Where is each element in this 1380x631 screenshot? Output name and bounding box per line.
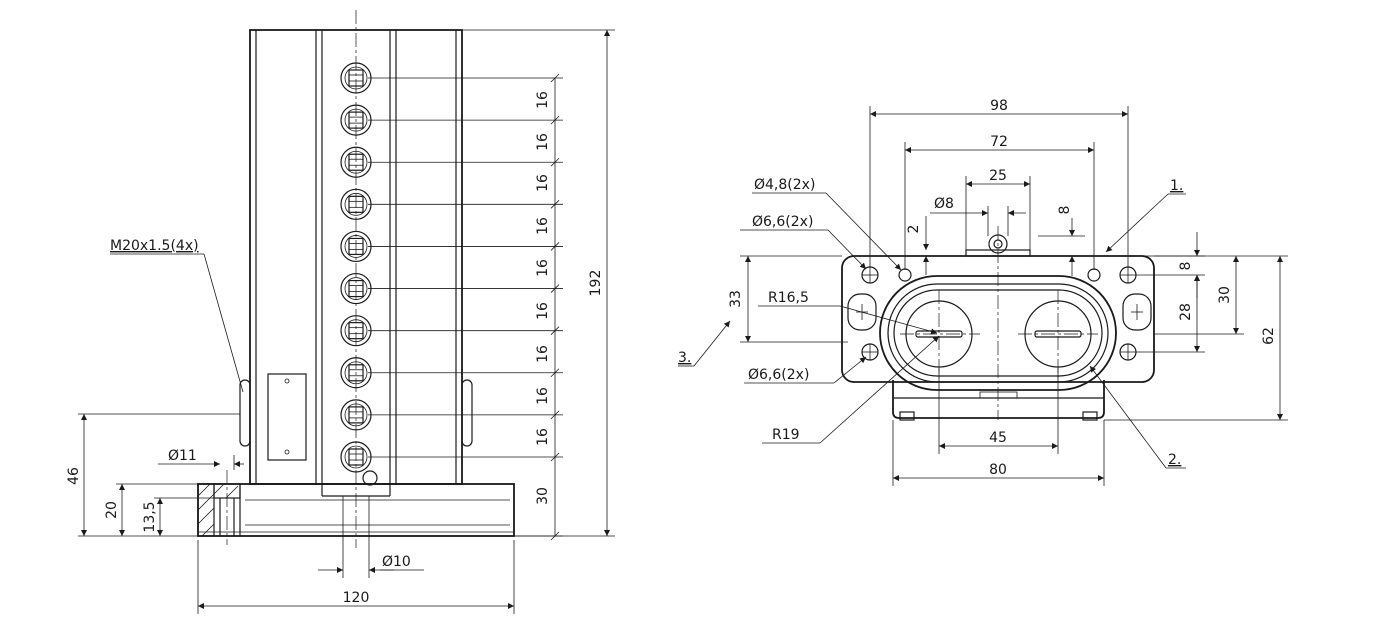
dim-2: 2: [906, 225, 922, 234]
dim-72: 72: [990, 134, 1008, 150]
hole-66-bottom-callout: Ø6,6(2x): [748, 367, 809, 383]
dim-left-heights: [78, 413, 240, 537]
pitch-tick: [550, 452, 560, 462]
dim-33-lines: [740, 255, 848, 343]
pitch-dim-1: 16: [535, 91, 551, 109]
dim-dia-10-lines: [318, 496, 424, 578]
housing: [239, 10, 473, 548]
leader-hole-48: [752, 192, 902, 271]
dim-46: 46: [66, 467, 82, 485]
dim-120: 120: [343, 590, 370, 606]
callout-1: 1.: [1170, 178, 1183, 194]
dim-dia-11-lines: [158, 455, 244, 470]
leader-hole-66-top: [740, 229, 867, 270]
dim-30-top: 30: [1217, 286, 1233, 304]
pitch-dim-7: 16: [535, 345, 551, 363]
top-view: 98 72 25 Ø8 8: [678, 98, 1288, 486]
thread-callout: M20x1.5(4x): [110, 238, 199, 254]
callout-3: 3.: [678, 350, 691, 366]
pushbutton: [340, 399, 372, 431]
button-left: [900, 290, 980, 378]
dim-dia-8: Ø8: [934, 196, 954, 212]
leader-radius-19: [762, 335, 940, 444]
pitch-tick: [550, 410, 560, 420]
pitch-tick: [550, 242, 560, 251]
pitch-dimension-chain: [368, 73, 563, 541]
button-right: [1018, 290, 1098, 378]
pitch-dim-6: 16: [535, 302, 551, 320]
dim-98: 98: [990, 98, 1008, 114]
pitch-tick: [550, 115, 560, 125]
hole-48-callout: Ø4,8(2x): [754, 177, 815, 193]
dim-192: 192: [588, 270, 604, 297]
top-grip: [988, 226, 1008, 420]
dim-80: 80: [989, 462, 1007, 478]
dim-98-lines: [869, 106, 1129, 268]
leader-callout-1: [1105, 193, 1186, 253]
dim-72-lines: [904, 142, 1095, 270]
dim-62-lines: [1104, 255, 1288, 421]
mounting-holes: [847, 266, 1152, 361]
dim-30-lines: [1154, 256, 1244, 335]
pitch-dim-9: 16: [535, 428, 551, 446]
dim-45-lines: [938, 368, 1059, 454]
oval-body: [879, 275, 1117, 391]
housing-skirt: [892, 380, 1105, 421]
front-view: 16 16 16 16 16 16 16 16 16 30 192 M20x1.…: [66, 10, 615, 614]
thread-leader: [110, 253, 244, 393]
dim-80-lines: [892, 420, 1105, 486]
dim-28-lines: [1136, 275, 1205, 353]
dim-20: 20: [104, 501, 120, 519]
dim-30-front: 30: [535, 487, 551, 505]
dim-8-top: 8: [1057, 206, 1073, 215]
leader-callout-3: [678, 320, 731, 367]
pitch-dim-3: 16: [535, 174, 551, 192]
pitch-tick: [550, 368, 560, 378]
dim-dia-11: Ø11: [168, 448, 197, 464]
pitch-dim-2: 16: [535, 133, 551, 151]
dim-8-right-lines: [1136, 232, 1205, 298]
pitch-tick: [550, 284, 560, 293]
leader-callout-2: [1089, 365, 1186, 469]
pitch-tick: [550, 73, 560, 83]
dim-33: 33: [728, 290, 744, 308]
dim-8-right: 8: [1178, 262, 1194, 271]
dim-120-lines: [197, 540, 515, 614]
radius-165-callout: R16,5: [768, 290, 809, 306]
dim-62: 62: [1261, 327, 1277, 345]
pitch-dim-8: 16: [535, 387, 551, 405]
dim-dia-8-lines: [930, 206, 1026, 236]
pushbutton-column: [340, 62, 372, 473]
pitch-tick: [550, 326, 560, 335]
dim-25: 25: [989, 168, 1007, 184]
callout-2: 2.: [1168, 452, 1181, 468]
dim-8-top-lines: [1038, 218, 1085, 276]
dim-28: 28: [1178, 303, 1194, 321]
radius-19-callout: R19: [772, 427, 800, 443]
hole-66-top-callout: Ø6,6(2x): [752, 214, 813, 230]
leader-hole-66-bottom: [744, 356, 867, 384]
dim-13-5: 13,5: [142, 501, 158, 532]
dim-45: 45: [989, 430, 1007, 446]
dim-dia-10: Ø10: [382, 554, 411, 570]
leader-radius-165: [758, 305, 938, 335]
pitch-tick: [550, 200, 560, 209]
pitch-dim-5: 16: [535, 259, 551, 277]
pitch-tick: [550, 157, 560, 167]
dim-192-lines: [462, 29, 615, 537]
base-section-hatch: [197, 470, 241, 545]
pitch-dim-4: 16: [535, 217, 551, 235]
